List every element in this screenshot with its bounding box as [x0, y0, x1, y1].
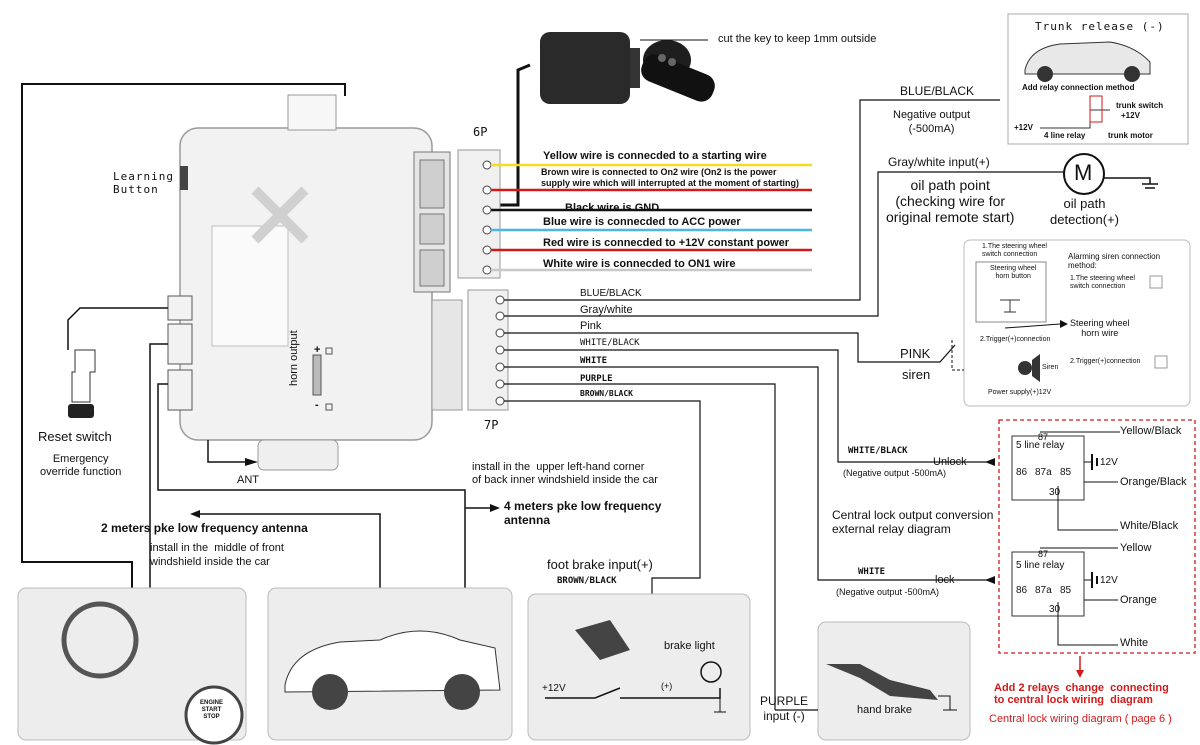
- horn-output-label: horn output: [288, 330, 300, 386]
- 7p-wire-pink: Pink: [580, 320, 602, 332]
- central-lock-conversion-label: Central lock output conversion external …: [832, 508, 994, 536]
- trunk-switch-label: trunk switch: [1116, 101, 1164, 110]
- motor-symbol: M: [1074, 160, 1093, 185]
- relay2-pin86: 86: [1016, 585, 1028, 596]
- relay1-12v: 12V: [1100, 457, 1118, 468]
- antenna-2m-label: 2 meters pke low frequency antenna: [101, 521, 308, 535]
- relay1-pin85: 85: [1060, 467, 1072, 478]
- siren-word: Siren: [1042, 364, 1059, 371]
- relay1-out-white-black: White/Black: [1120, 520, 1179, 532]
- trunk-motor: trunk motor: [1108, 131, 1153, 140]
- unlock-label: Unlock: [933, 456, 967, 468]
- 6p-wire-blue: Blue wire is connecded to ACC power: [543, 216, 741, 228]
- trigger-connection-left: 2.Trigger(+)connection: [980, 336, 1051, 343]
- trigger-connection-right: 2.Trigger(+)connection: [1070, 358, 1141, 365]
- foot-brake-wire: BROWN/BLACK: [557, 576, 617, 586]
- 6p-wire-red: Red wire is connecded to +12V constant p…: [543, 237, 790, 249]
- connector-7p: [467, 289, 509, 411]
- four-line-relay: 4 line relay: [1044, 131, 1086, 140]
- 7p-wire-blue-black: BLUE/BLACK: [580, 288, 642, 299]
- learning-button-label: Learning Button: [113, 170, 174, 196]
- relay1-title: 5 line relay: [1016, 440, 1065, 451]
- 7p-wire-purple: PURPLE: [580, 374, 613, 384]
- brake-plus: (+): [661, 681, 673, 691]
- 7p-label: 7P: [484, 418, 499, 432]
- steering-horn-wire: Steering wheel horn wire: [1070, 318, 1130, 338]
- purple-input-label: PURPLE input (-): [760, 694, 809, 723]
- trunk-release-title: Trunk release (-): [1035, 20, 1165, 33]
- relay1-out-yellow-black: Yellow/Black: [1120, 425, 1182, 437]
- unlock-negative-output: (Negative output -500mA): [843, 468, 947, 478]
- lock-wire-label: WHITE: [858, 567, 886, 577]
- antenna-4m-label: 4 meters pke low frequency antenna: [504, 499, 662, 527]
- oil-path-detection-label: oil path detection(+): [1050, 196, 1120, 227]
- alarm-option-1: 1.The steering wheel switch connection: [1070, 275, 1135, 290]
- 7p-wire-brown-black: BROWN/BLACK: [580, 389, 633, 398]
- key-note: cut the key to keep 1mm outside: [718, 33, 877, 45]
- power-supply-label: Power supply(+)12V: [988, 389, 1052, 396]
- relay1-pin86: 86: [1016, 467, 1028, 478]
- 7p-wire-white: WHITE: [580, 356, 608, 366]
- relay2-out-orange: Orange: [1120, 594, 1157, 606]
- blue-black-wire-label: BLUE/BLACK: [900, 84, 975, 98]
- lock-label: lock: [935, 574, 955, 586]
- reset-switch-label: Reset switch: [38, 429, 112, 444]
- relay2-pin30: 30: [1049, 604, 1061, 615]
- pink-label: PINK: [900, 346, 931, 361]
- hand-brake-label: hand brake: [857, 704, 913, 716]
- control-module: [167, 94, 463, 471]
- 6p-label: 6P: [473, 125, 488, 139]
- relay2-pin87a: 87a: [1035, 585, 1052, 596]
- 6p-wire-black: Black wire is GND: [565, 202, 660, 214]
- add-relay-method: Add relay connection method: [1022, 83, 1135, 92]
- ant-label: ANT: [237, 474, 259, 486]
- engine-start-stop: ENGINE START STOP: [200, 700, 224, 720]
- relay2-title: 5 line relay: [1016, 560, 1065, 571]
- central-lock-page-note: Central lock wiring diagram ( page 6 ): [989, 713, 1172, 725]
- brake-light-label: brake light: [664, 640, 715, 652]
- alarm-siren-method: Alarming siren connection method:: [1068, 252, 1161, 270]
- add-relays-note: Add 2 relays change connecting to centra…: [994, 682, 1169, 706]
- trunk-plus12v-left: +12V: [1014, 123, 1033, 132]
- unlock-wire-label: WHITE/BLACK: [848, 446, 908, 456]
- relay2-pin87: 87: [1038, 549, 1049, 559]
- gray-white-input-label: Gray/white input(+): [888, 155, 990, 169]
- siren-label: siren: [902, 367, 931, 382]
- foot-brake-input-label: foot brake input(+): [547, 557, 653, 572]
- emergency-override-label: Emergency override function: [40, 453, 122, 478]
- relay1-out-orange-black: Orange/Black: [1120, 476, 1187, 488]
- trunk-plus12v: +12V: [1121, 111, 1140, 120]
- relay1-pin87a: 87a: [1035, 467, 1052, 478]
- 6p-wire-white: White wire is connecded to ON1 wire: [543, 258, 736, 270]
- 7p-wire-gray-white: Gray/white: [580, 304, 633, 316]
- steering-horn-button: Steering wheel horn button: [990, 265, 1037, 280]
- horn-minus: -: [315, 399, 319, 411]
- install-2m-note: install in the middle of front windshiel…: [150, 542, 284, 568]
- brake-plus12v: +12V: [542, 683, 566, 694]
- relay1-pin87: 87: [1038, 432, 1049, 442]
- 6p-wire-yellow: Yellow wire is connecded to a starting w…: [543, 150, 767, 162]
- relay1-pin30: 30: [1049, 487, 1061, 498]
- relay2-pin85: 85: [1060, 585, 1072, 596]
- 7p-wire-white-black: WHITE/BLACK: [580, 338, 640, 348]
- install-4m-note: install in the upper left-hand corner of…: [472, 461, 658, 486]
- lock-negative-output: (Negative output -500mA): [836, 587, 940, 597]
- oil-path-point-label: oil path point (checking wire for origin…: [886, 177, 1015, 225]
- ignition-key: [540, 32, 715, 104]
- relay2-out-yellow: Yellow: [1120, 542, 1152, 554]
- relay2-12v: 12V: [1100, 575, 1118, 586]
- relay2-out-white: White: [1120, 637, 1149, 649]
- steering-switch-connection: 1.The steering wheel switch connection: [982, 243, 1047, 258]
- horn-plus: +: [314, 344, 321, 356]
- negative-output-label: Negative output (-500mA): [893, 109, 971, 135]
- 6p-wire-brown: Brown wire is connected to On2 wire (On2…: [541, 167, 800, 188]
- connector-6p: [457, 149, 501, 279]
